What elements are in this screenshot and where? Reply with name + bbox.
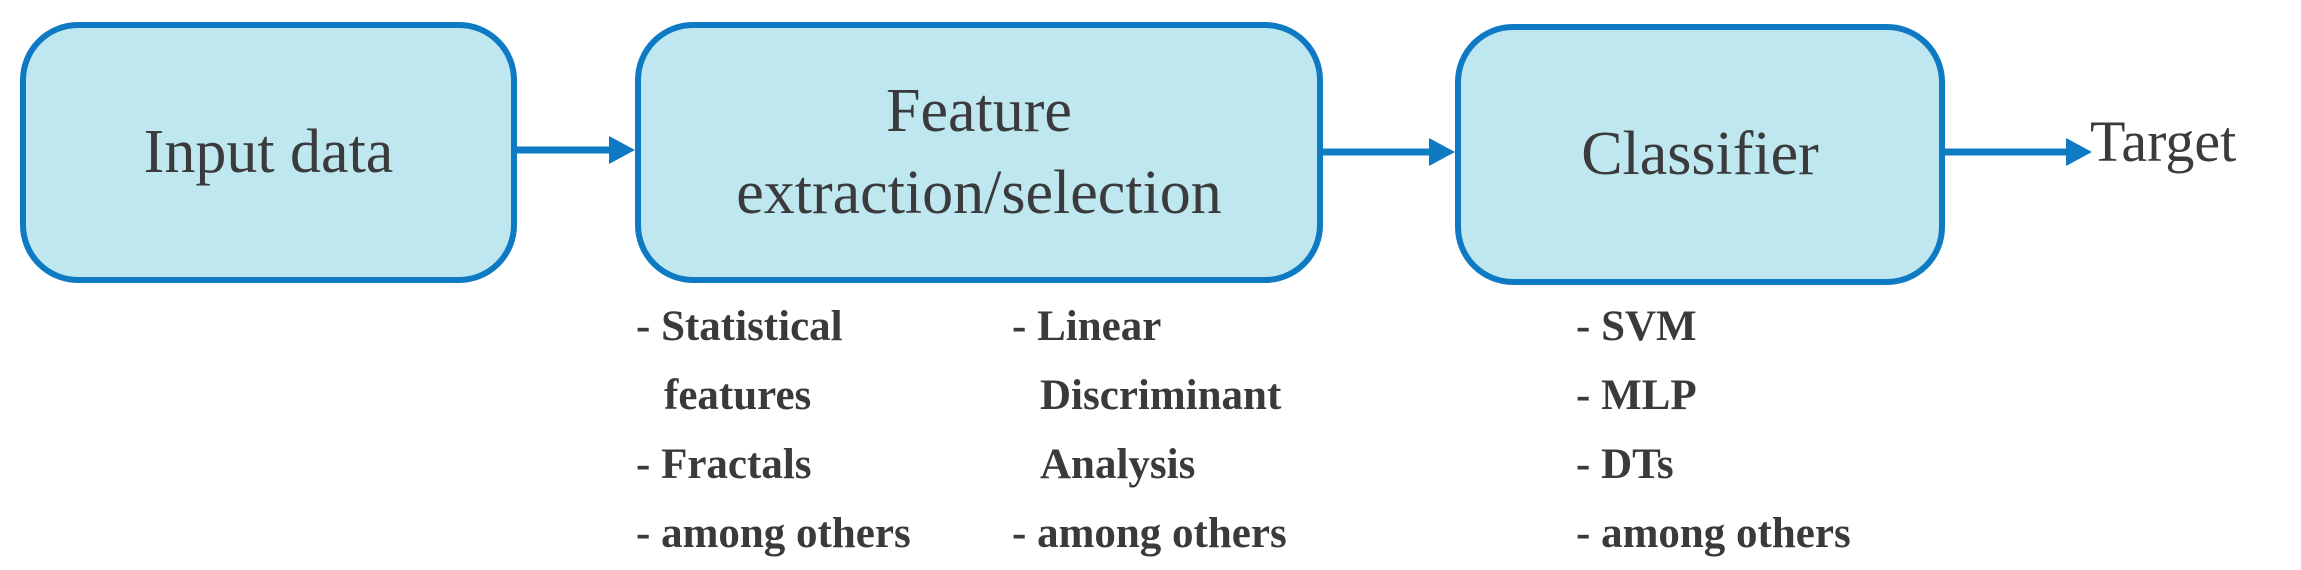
feature-methods-list-col1: - Statistical features - Fractals - amon…	[636, 292, 911, 568]
node-classifier-label: Classifier	[1581, 119, 1819, 188]
node-input-data: Input data	[20, 22, 517, 283]
arrow-right-icon	[517, 136, 635, 164]
list-item: - Linear	[1012, 303, 1162, 350]
list-item: - among others	[1012, 510, 1287, 557]
list-item: features	[664, 372, 812, 419]
classifier-algorithms-list: - SVM - MLP - DTs - among others	[1576, 292, 1851, 568]
node-feature-label-line2: extraction/selection	[736, 158, 1222, 227]
node-feature-extraction: Feature extraction/selection	[635, 22, 1323, 283]
feature-methods-list-col2: - Linear Discriminant Analysis - among o…	[1012, 292, 1287, 568]
target-label: Target	[2090, 109, 2237, 174]
list-item: - among others	[1576, 510, 1851, 557]
list-item: - among others	[636, 510, 911, 557]
node-feature-label-line1: Feature	[886, 76, 1072, 145]
list-item: Discriminant	[1040, 372, 1282, 419]
list-item: - DTs	[1576, 441, 1674, 488]
list-item: Analysis	[1040, 441, 1196, 488]
node-classifier: Classifier	[1455, 24, 1945, 285]
node-input-data-label: Input data	[143, 117, 394, 186]
arrow-right-icon	[1945, 138, 2092, 166]
list-item: - SVM	[1576, 303, 1697, 350]
list-item: - Fractals	[636, 441, 812, 488]
arrow-right-icon	[1323, 138, 1455, 166]
list-item: - Statistical	[636, 303, 843, 350]
list-item: - MLP	[1576, 372, 1697, 419]
